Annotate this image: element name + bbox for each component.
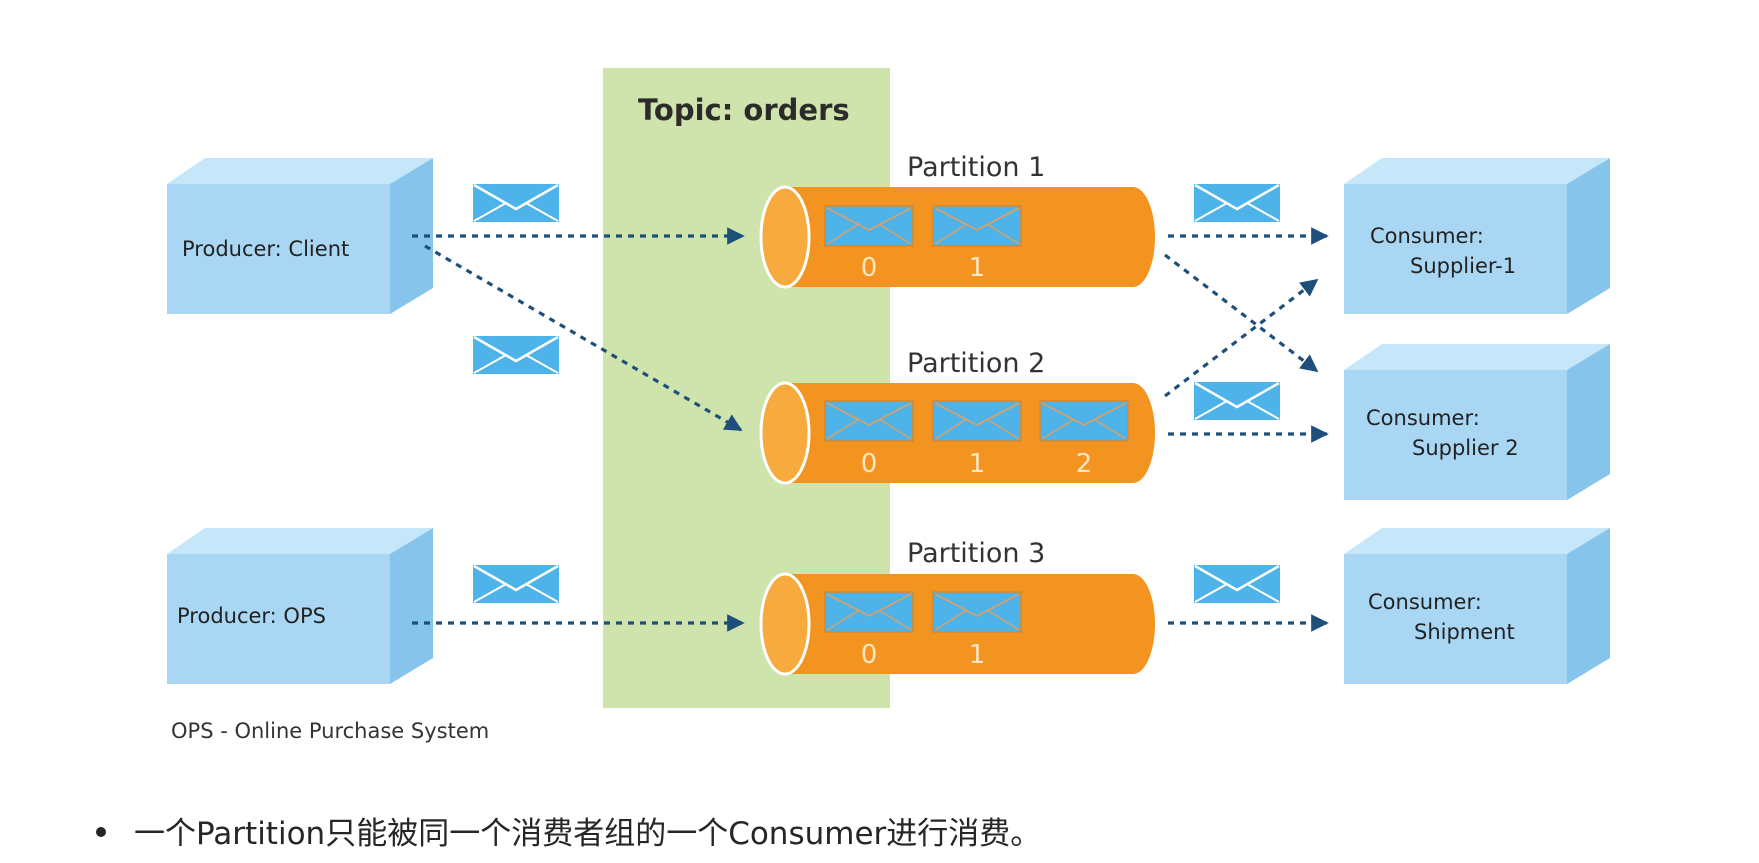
bullet-item: 一个Partition只能被同一个消费者组的一个Consumer进行消费。	[96, 808, 1041, 853]
envelope-icon	[470, 562, 562, 606]
consumer-supplier-2-line2: Supplier 2	[1412, 436, 1519, 460]
consumer-supplier-1-line2: Supplier-1	[1410, 254, 1516, 278]
partition-1-message-1	[932, 205, 1022, 247]
envelope-icon	[470, 333, 562, 377]
producer-box-ops: Producer: OPS	[167, 528, 433, 684]
consumer-supplier-2-line1: Consumer:	[1366, 406, 1480, 430]
partition-1: Partition 1 0 1	[759, 152, 1155, 289]
partition-1-title: Partition 1	[907, 152, 1045, 183]
bullet-text: 一个Partition只能被同一个消费者组的一个Consumer进行消费。	[134, 816, 1042, 852]
partition-2-message-1	[932, 400, 1022, 442]
consumer-box-supplier-1: Consumer: Supplier-1	[1344, 158, 1610, 314]
partition-3-index-1: 1	[969, 640, 986, 670]
partition-3-message-0	[824, 591, 914, 633]
envelope-icon	[1191, 181, 1283, 225]
consumer-box-supplier-2: Consumer: Supplier 2	[1344, 344, 1610, 500]
arrow-partition-2-to-supplier-1	[1164, 278, 1319, 398]
consumer-supplier-1-line1: Consumer:	[1370, 224, 1484, 248]
partition-2-message-2	[1039, 400, 1129, 442]
partition-3-title: Partition 3	[907, 538, 1045, 569]
consumer-shipment-line2: Shipment	[1414, 620, 1515, 644]
envelope-icon	[1191, 379, 1283, 423]
producer-ops-label: Producer: OPS	[177, 604, 326, 628]
ops-caption: OPS - Online Purchase System	[171, 719, 489, 743]
envelope-icon	[470, 181, 562, 225]
partition-3: Partition 3 0 1	[759, 538, 1155, 676]
partition-3-index-0: 0	[861, 640, 878, 670]
partition-3-message-1	[932, 591, 1022, 633]
bullet-dot	[96, 826, 106, 837]
partition-2-index-0: 0	[861, 449, 878, 479]
partition-1-index-1: 1	[969, 253, 986, 283]
partition-2-message-0	[824, 400, 914, 442]
partition-2: Partition 2 0 1 2	[759, 348, 1155, 485]
envelope-icon	[1191, 562, 1283, 606]
partition-1-index-0: 0	[861, 253, 878, 283]
topic-title: Topic: orders	[638, 93, 850, 127]
partition-1-message-0	[824, 205, 914, 247]
partition-2-index-1: 1	[969, 449, 986, 479]
producer-box-client: Producer: Client	[167, 158, 433, 314]
consumer-shipment-line1: Consumer:	[1368, 590, 1482, 614]
consumer-box-shipment: Consumer: Shipment	[1344, 528, 1610, 684]
partition-2-index-2: 2	[1076, 449, 1093, 479]
arrow-client-to-partition-2	[424, 244, 743, 432]
producer-client-label: Producer: Client	[182, 237, 349, 261]
arrow-partition-1-to-supplier-2	[1164, 253, 1319, 373]
partition-2-title: Partition 2	[907, 348, 1045, 379]
